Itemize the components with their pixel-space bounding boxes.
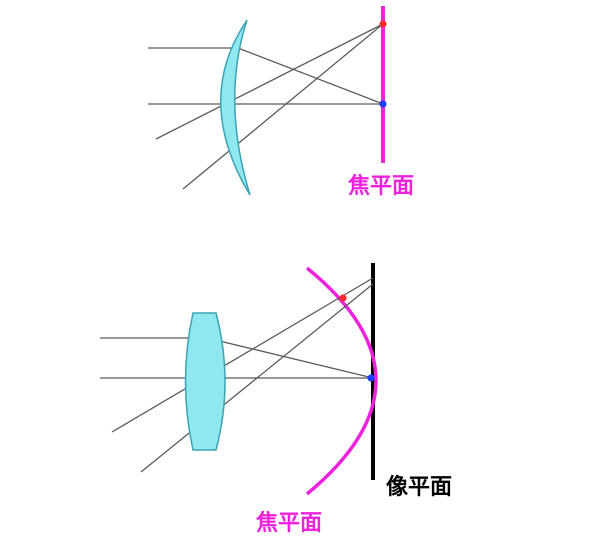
top-ray-oblique-2 (182, 23, 384, 190)
top-meniscus-lens (220, 19, 251, 196)
top-ray-upper-refracted (237, 47, 384, 105)
top-ray-oblique-1 (155, 23, 384, 140)
bottom-image-plane-label: 像平面 (386, 474, 452, 500)
bottom-axis-focus-point (367, 374, 375, 382)
bottom-focal-surface-curve (305, 266, 378, 496)
top-panel: 焦平面 (148, 6, 414, 199)
top-focal-plane-label: 焦平面 (347, 173, 414, 199)
bottom-biconvex-lens (184, 312, 226, 451)
bottom-offaxis-focus-point (339, 294, 347, 302)
bottom-ray-oblique-2 (140, 283, 374, 473)
bottom-ray-upper-refracted (206, 337, 374, 379)
top-axis-focus-point (379, 100, 387, 108)
bottom-ray-oblique-1 (111, 277, 374, 433)
top-offaxis-focus-point (379, 20, 387, 28)
bottom-panel: 像平面 焦平面 (100, 263, 452, 536)
bottom-focal-plane-label: 焦平面 (255, 510, 322, 536)
